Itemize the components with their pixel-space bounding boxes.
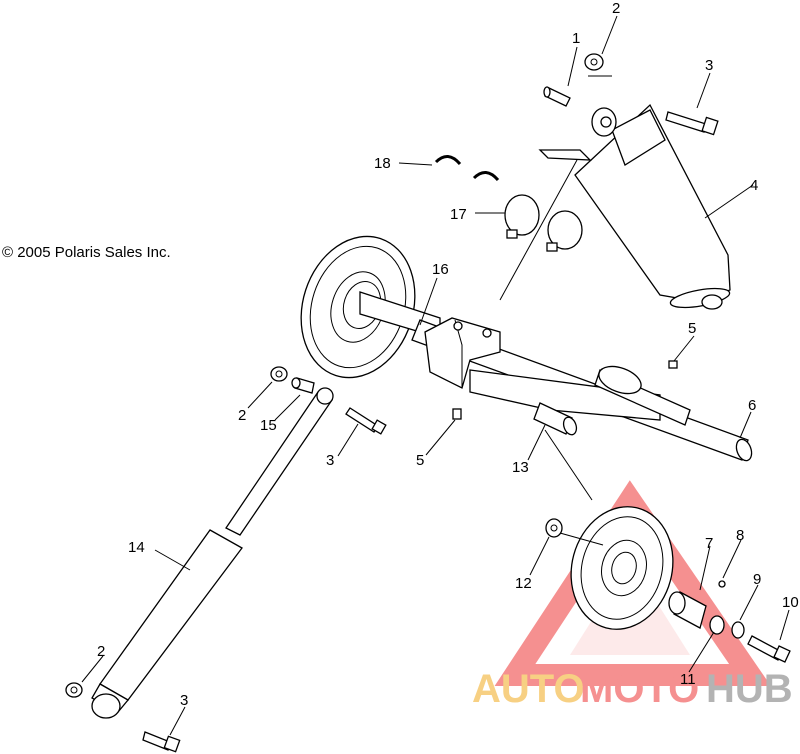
part-8 bbox=[718, 580, 726, 588]
callout-1: 1 bbox=[572, 30, 580, 47]
nut-2-top bbox=[584, 53, 604, 71]
nut-2-left bbox=[270, 366, 288, 382]
bolt-3-mid bbox=[345, 407, 387, 435]
washer-9 bbox=[731, 621, 745, 639]
callout-13: 13 bbox=[512, 459, 529, 476]
callout-7: 7 bbox=[705, 535, 713, 552]
callout-18: 18 bbox=[374, 155, 391, 172]
watermark-auto: AUTO bbox=[472, 667, 585, 711]
spacer-15 bbox=[291, 377, 315, 394]
callout-16: 16 bbox=[432, 261, 449, 278]
copyright-text: © 2005 Polaris Sales Inc. bbox=[2, 244, 171, 261]
callout-2-bottom: 2 bbox=[97, 643, 105, 660]
watermark-moto: MOTO bbox=[580, 667, 699, 711]
callout-12: 12 bbox=[515, 575, 532, 592]
lower-shock-14 bbox=[91, 387, 334, 719]
bolt-3-bottom bbox=[142, 731, 181, 753]
callout-8: 8 bbox=[736, 527, 744, 544]
lower-arm bbox=[469, 365, 691, 426]
clamps-17 bbox=[504, 194, 583, 252]
bolt-10 bbox=[747, 635, 791, 663]
bolt-3-top bbox=[665, 111, 719, 136]
callout-5-right: 5 bbox=[688, 320, 696, 337]
pin-1 bbox=[543, 86, 571, 107]
callout-6: 6 bbox=[748, 397, 756, 414]
callout-4: 4 bbox=[750, 177, 758, 194]
callout-3-mid: 3 bbox=[326, 452, 334, 469]
callout-10: 10 bbox=[782, 594, 799, 611]
callout-labels: 1 2 3 4 5 6 7 8 9 10 11 12 13 14 15 16 1… bbox=[97, 0, 799, 709]
bushing-13 bbox=[533, 402, 578, 436]
callout-14: 14 bbox=[128, 539, 145, 556]
idler-wheel-lower bbox=[570, 506, 674, 630]
large-idler-wheel bbox=[300, 235, 416, 379]
clips-18 bbox=[434, 155, 500, 182]
callout-5-left: 5 bbox=[416, 452, 424, 469]
shock-absorber-4 bbox=[538, 103, 731, 310]
washer-12 bbox=[545, 518, 563, 538]
callout-9: 9 bbox=[753, 571, 761, 588]
callout-3-bottom: 3 bbox=[180, 692, 188, 709]
callout-11: 11 bbox=[680, 671, 696, 688]
mount-bracket bbox=[424, 317, 501, 389]
nut-2-bottom bbox=[65, 682, 83, 698]
bearing-7 bbox=[668, 591, 707, 629]
callout-3-top: 3 bbox=[705, 57, 713, 74]
callout-15: 15 bbox=[260, 417, 277, 434]
assembly-lines bbox=[499, 75, 612, 546]
leader-lines bbox=[81, 15, 790, 736]
grease-fittings-5 bbox=[452, 360, 678, 420]
callout-2-left: 2 bbox=[238, 407, 246, 424]
watermark-hub: HUB bbox=[706, 667, 793, 711]
callout-2-top: 2 bbox=[612, 0, 620, 17]
washer-11 bbox=[709, 615, 725, 635]
callout-17: 17 bbox=[450, 206, 467, 223]
